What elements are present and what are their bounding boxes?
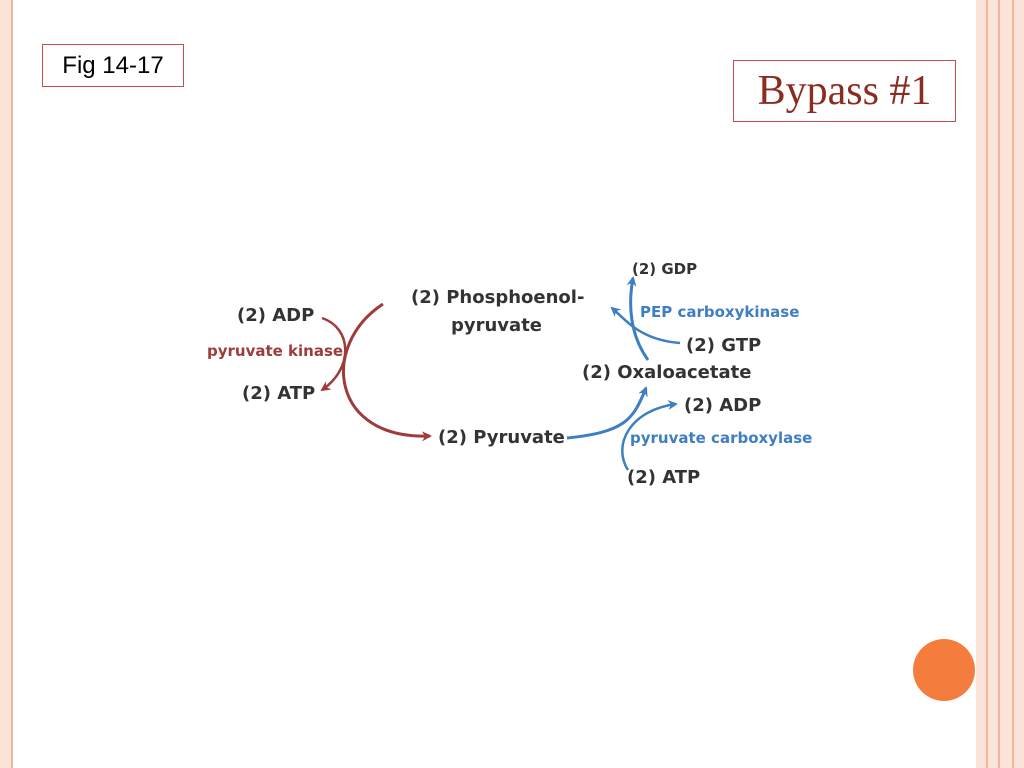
right-border-rails [976,0,1024,768]
pyruvate-kinase-main-arrow [341,302,432,442]
slide-title: Bypass #1 [733,60,956,122]
right-atp-label: (2) ATP [627,467,700,488]
decorative-orange-circle [913,639,975,701]
pyruvate-carboxylase-main-arrow [566,386,648,440]
pyruvate-carboxylase-label: pyruvate carboxylase [630,429,812,447]
left-atp-label: (2) ATP [242,383,315,404]
pep-carboxykinase-side-arrow [610,306,681,345]
figure-label: Fig 14-17 [42,44,184,87]
gdp-label: (2) GDP [632,260,697,278]
pyruvate-label: (2) Pyruvate [438,427,565,448]
pyruvate-kinase-side-arrow [320,316,347,392]
oxaloacetate-label: (2) Oxaloacetate [582,362,751,383]
pyruvate-carboxylase-side-arrow [621,400,678,471]
left-border-rail [0,0,12,768]
left-border-line [11,0,13,768]
pep-label-line2: pyruvate [451,315,542,336]
pep-label-line1: (2) Phosphoenol- [411,287,584,308]
pep-carboxykinase-label: PEP carboxykinase [640,303,799,321]
left-adp-label: (2) ADP [237,305,314,326]
gtp-label: (2) GTP [686,335,761,356]
pep-carboxykinase-main-arrow [626,276,650,361]
right-adp-label: (2) ADP [684,395,761,416]
pyruvate-kinase-label: pyruvate kinase [207,342,343,360]
